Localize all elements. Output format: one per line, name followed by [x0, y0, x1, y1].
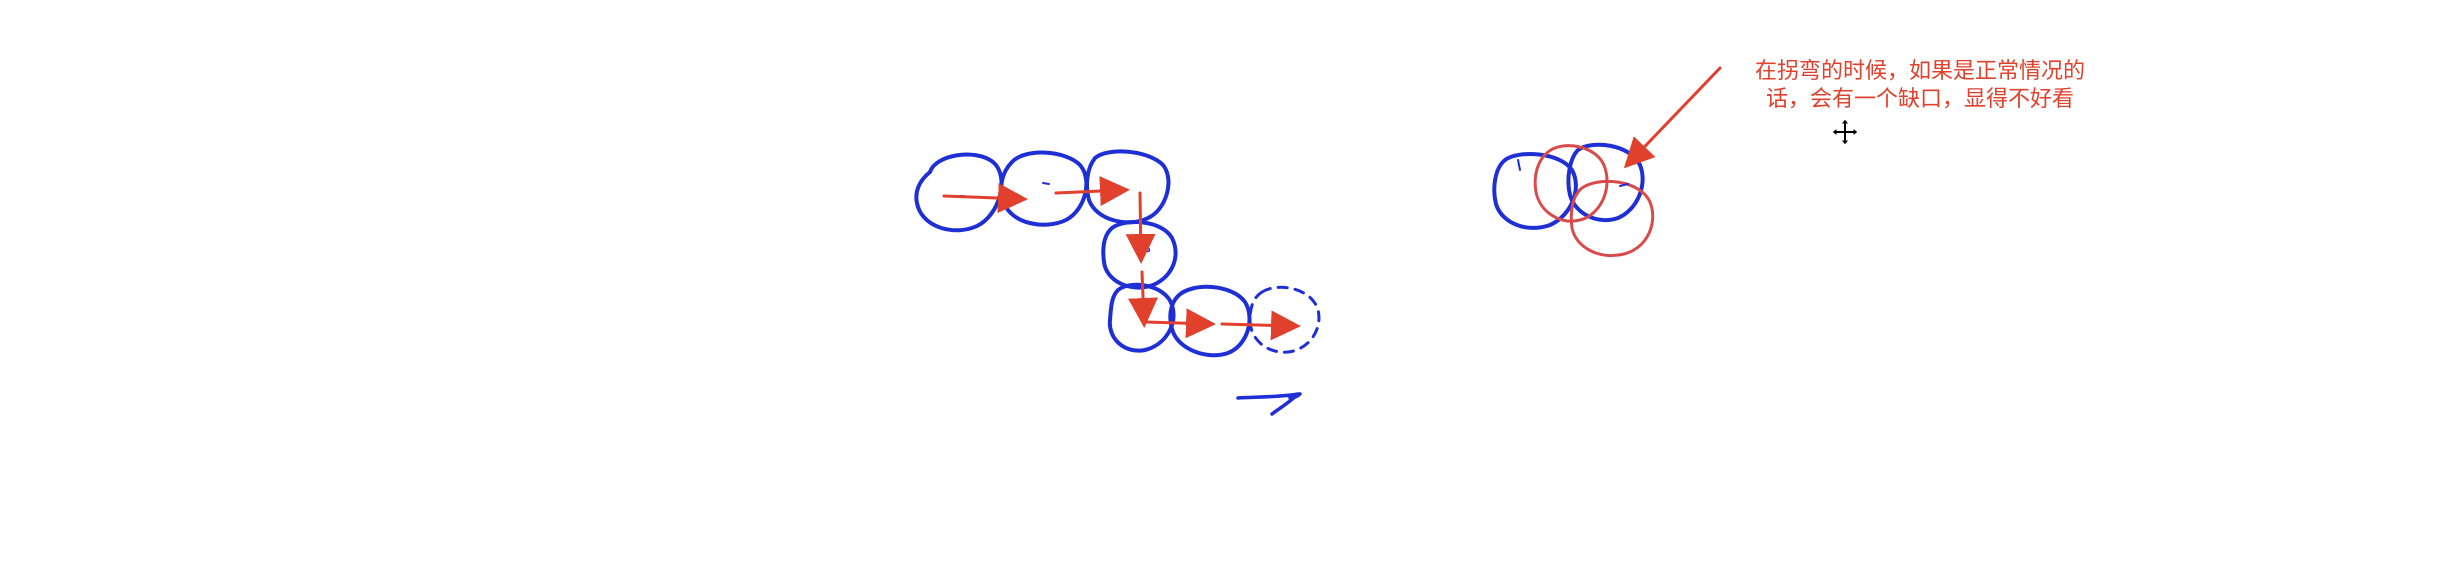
red-circle-right-1 — [1533, 144, 1609, 223]
move-cursor-icon — [1831, 118, 1859, 146]
blue-circle-3 — [1085, 149, 1171, 225]
blue-circle-2 — [999, 150, 1089, 227]
red-arrow-5 — [1144, 308, 1216, 339]
red-circle-right-2 — [1569, 179, 1655, 257]
red-arrow-2 — [1054, 176, 1130, 207]
red-arrow-3 — [1125, 191, 1156, 264]
red-arrow-6 — [1220, 310, 1301, 341]
left-red-arrows — [942, 176, 1301, 341]
annotation-line-2: 话，会有一个缺口，显得不好看 — [1765, 87, 2074, 112]
blue-circle-6 — [1168, 284, 1252, 358]
pointer-arrow — [1623, 66, 1722, 169]
blue-circle-1 — [914, 152, 1004, 233]
annotation-line-1: 在拐弯的时候，如果是正常情况的 — [1754, 59, 2085, 84]
annotation-text: 在拐弯的时候，如果是正常情况的 话，会有一个缺口，显得不好看 — [1700, 58, 2140, 114]
small-tick-mark-4 — [1619, 183, 1629, 187]
blue-circle-dashed — [1248, 285, 1321, 354]
blue-arrow-scribble — [1236, 392, 1302, 416]
small-tick-mark-3 — [1517, 159, 1521, 171]
right-circle-group — [1492, 142, 1655, 257]
small-tick-mark — [1042, 182, 1050, 185]
blue-circle-right-2 — [1566, 142, 1645, 223]
blue-circle-right-1 — [1492, 152, 1578, 230]
dot-mark — [1145, 247, 1151, 253]
red-arrow-1 — [942, 183, 1028, 214]
red-arrow-4 — [1128, 270, 1159, 328]
blue-circle-5 — [1107, 282, 1176, 353]
